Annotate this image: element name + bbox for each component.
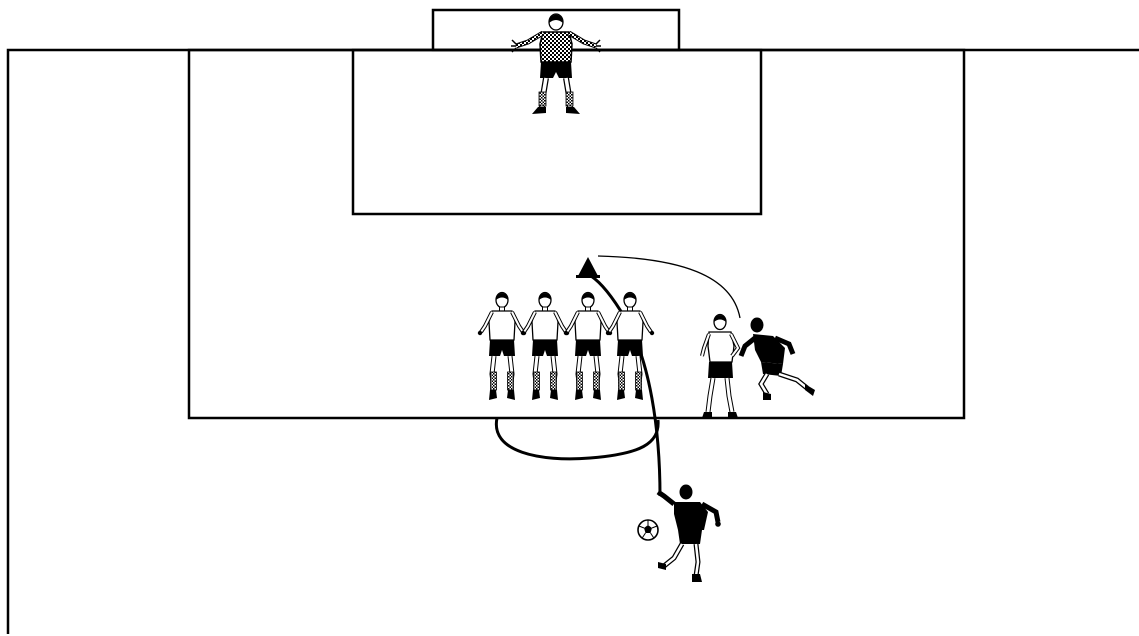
attacker-runner: [741, 318, 815, 401]
goalkeeper: [511, 14, 601, 114]
penalty-area: [189, 50, 964, 418]
wall-player: [478, 293, 526, 401]
attacker-kicker: [658, 485, 721, 583]
cone-marker: [576, 257, 600, 278]
goal-area: [353, 50, 761, 214]
wall-player: [606, 293, 654, 401]
wall-player: [564, 293, 612, 401]
defender-player: [702, 315, 738, 419]
soccer-ball: [638, 520, 658, 540]
touch-and-goal-line: [8, 50, 1139, 634]
defensive-wall: [478, 293, 654, 401]
kicker-run-to-cone: [591, 276, 660, 496]
wall-player: [521, 293, 569, 401]
curl-around-wall: [496, 418, 658, 459]
